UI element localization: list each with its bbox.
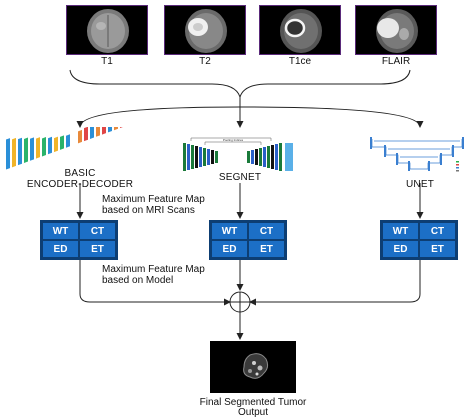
feature-map-model-line2: based on Model xyxy=(102,275,174,286)
segnet-label: SEGNET xyxy=(218,172,262,183)
grid-cell-ed: ED xyxy=(42,240,79,258)
grid-cell-et: ET xyxy=(419,240,456,258)
feature-map-model-note: Maximum Feature Map based on Model xyxy=(102,264,205,286)
grid-cell-ct: CT xyxy=(79,222,116,240)
grid-cell-et: ET xyxy=(248,240,285,258)
combine-node xyxy=(229,291,251,313)
scan-t2 xyxy=(164,5,246,55)
grid-cell-wt: WT xyxy=(211,222,248,240)
scan-flair xyxy=(355,5,437,55)
output-caption-line2: Output xyxy=(237,407,269,418)
class-grid-segnet: WT CT ED ET xyxy=(209,220,287,260)
segnet-diagram: Pooling Indices xyxy=(181,135,299,178)
segnet-inner-caption: Pooling Indices xyxy=(223,138,244,142)
grid-cell-et: ET xyxy=(79,240,116,258)
scan-label-t1ce: T1ce xyxy=(288,56,312,67)
feature-map-scans-line1: Maximum Feature Map xyxy=(102,194,205,205)
grid-cell-ed: ED xyxy=(382,240,419,258)
output-caption: Final Segmented Tumor Output xyxy=(180,398,326,418)
mri-t2-image xyxy=(185,9,227,53)
scan-label-t1: T1 xyxy=(101,56,113,67)
feature-map-scans-line2: based on MRI Scans xyxy=(102,205,195,216)
segmented-output-image xyxy=(210,341,296,393)
grid-cell-ct: CT xyxy=(248,222,285,240)
mri-t1-image xyxy=(87,9,129,53)
encoder-decoder-label: BASIC ENCODER-DECODER xyxy=(10,168,150,190)
encoder-decoder-label-line2: ENCODER-DECODER xyxy=(26,179,134,190)
class-grid-encoder-decoder: WT CT ED ET xyxy=(40,220,118,260)
mri-t1ce-image xyxy=(280,9,322,53)
feature-map-model-line1: Maximum Feature Map xyxy=(102,264,205,275)
class-grid-unet: WT CT ED ET xyxy=(380,220,458,260)
unet-label: UNET xyxy=(405,179,435,190)
mri-flair-image xyxy=(376,9,418,53)
scan-t1ce xyxy=(259,5,341,55)
scan-label-t2: T2 xyxy=(199,56,211,67)
grid-cell-wt: WT xyxy=(382,222,419,240)
encoder-decoder-label-line1: BASIC xyxy=(64,168,96,179)
feature-map-scans-note: Maximum Feature Map based on MRI Scans xyxy=(102,194,205,216)
output-caption-line1: Final Segmented Tumor xyxy=(199,397,307,408)
grid-cell-wt: WT xyxy=(42,222,79,240)
unet-diagram xyxy=(366,133,472,182)
scan-t1 xyxy=(66,5,148,55)
scan-label-flair: FLAIR xyxy=(381,56,411,67)
grid-cell-ct: CT xyxy=(419,222,456,240)
grid-cell-ed: ED xyxy=(211,240,248,258)
